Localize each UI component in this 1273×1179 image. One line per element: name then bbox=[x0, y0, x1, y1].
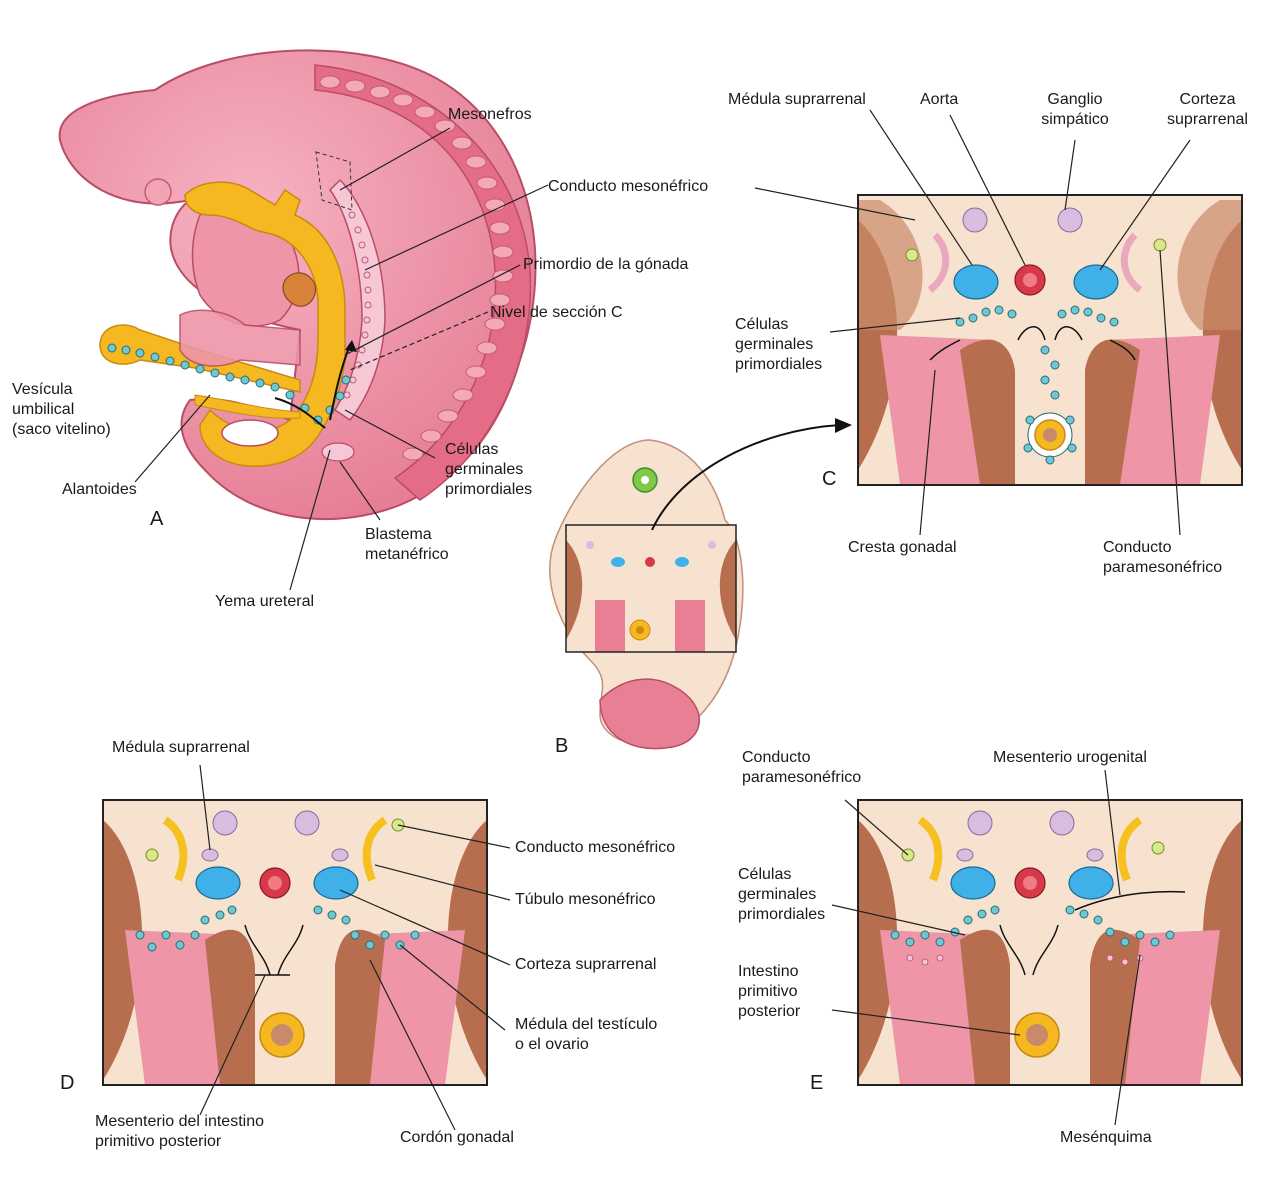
section-panel-e bbox=[858, 800, 1242, 1085]
section-panel-d bbox=[103, 800, 487, 1085]
label-blastema: Blastema metanéfrico bbox=[365, 525, 449, 565]
label-intestino: Intestino primitivo posterior bbox=[738, 962, 800, 1022]
panel-letter-a: A bbox=[150, 508, 163, 531]
panel-letter-e: E bbox=[810, 1072, 823, 1095]
label-corteza-suprarrenal-d: Corteza suprarrenal bbox=[515, 955, 656, 975]
label-corteza-c: Corteza suprarrenal bbox=[1145, 90, 1270, 130]
label-ganglio: Ganglio simpático bbox=[1030, 90, 1120, 130]
label-conducto-paramesonefrico-e: Conducto paramesonéfrico bbox=[742, 748, 861, 788]
label-celulas-germinales-e: Células germinales primordiales bbox=[738, 865, 825, 925]
label-medula-suprarrenal-d: Médula suprarrenal bbox=[112, 738, 250, 758]
label-nivel-seccion: Nivel de sección C bbox=[490, 303, 623, 323]
label-conducto-paramesonefrico-c: Conducto paramesonéfrico bbox=[1103, 538, 1222, 578]
panel-letter-b: B bbox=[555, 735, 568, 758]
panel-letter-d: D bbox=[60, 1072, 74, 1095]
section-panel-c bbox=[858, 195, 1242, 485]
label-cordon-gonadal: Cordón gonadal bbox=[400, 1128, 514, 1148]
label-primordio-gonada: Primordio de la gónada bbox=[523, 255, 688, 275]
label-mesenterio-intestino: Mesenterio del intestino primitivo poste… bbox=[95, 1112, 264, 1152]
cloaca bbox=[222, 420, 278, 446]
label-mesonefros: Mesonefros bbox=[448, 105, 532, 125]
label-medula-testiculo: Médula del testículo o el ovario bbox=[515, 1015, 657, 1055]
label-alantoides: Alantoides bbox=[62, 480, 137, 500]
label-conducto-mesonefrico-d: Conducto mesonéfrico bbox=[515, 838, 675, 858]
cross-section-b bbox=[550, 418, 852, 749]
label-tubulo-mesonefrico: Túbulo mesonéfrico bbox=[515, 890, 656, 910]
label-medula-suprarrenal-c: Médula suprarrenal bbox=[728, 90, 866, 110]
label-mesenterio-urogenital: Mesenterio urogenital bbox=[993, 748, 1147, 768]
label-celulas-germinales-a: Células germinales primordiales bbox=[445, 440, 532, 500]
label-yema-ureteral: Yema ureteral bbox=[215, 592, 314, 612]
label-conducto-mesonefrico-a: Conducto mesonéfrico bbox=[548, 177, 708, 197]
label-celulas-germinales-c: Células germinales primordiales bbox=[735, 315, 822, 375]
label-aorta: Aorta bbox=[920, 90, 958, 110]
metanephric-blastema bbox=[322, 443, 354, 461]
label-cresta-gonadal: Cresta gonadal bbox=[848, 538, 957, 558]
label-vesicula-umbilical: Vesícula umbilical (saco vitelino) bbox=[12, 380, 111, 440]
label-mesenquima: Mesénquima bbox=[1060, 1128, 1152, 1148]
eye bbox=[145, 179, 171, 205]
panel-letter-c: C bbox=[822, 468, 836, 491]
